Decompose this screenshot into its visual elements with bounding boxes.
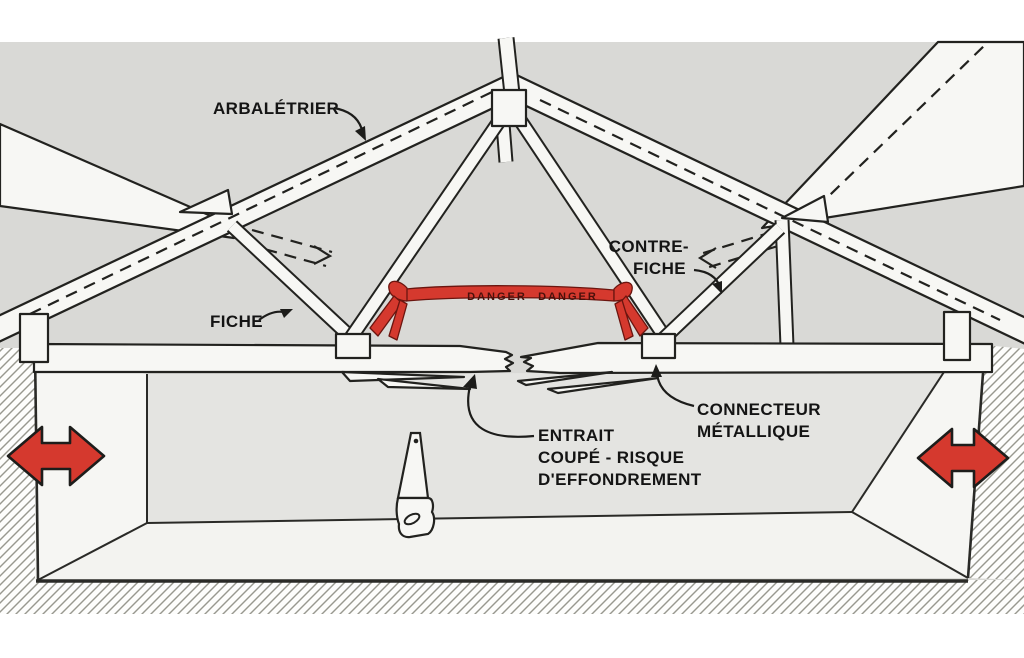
label-contre-fiche-1: CONTRE- [609, 237, 689, 256]
king-post-top [499, 37, 519, 95]
thrust-arrow-left [6, 425, 106, 487]
label-entrait-3: D'EFFONDREMENT [538, 470, 702, 489]
fiche-strut [228, 221, 360, 347]
apex-connector-plate [490, 88, 528, 128]
label-connecteur-1: CONNECTEUR [697, 400, 821, 419]
tie-beam-splinter [376, 377, 472, 391]
roof-truss [0, 37, 1024, 395]
right-rafter-hidden-line [539, 99, 1001, 321]
right-stud [776, 219, 793, 347]
right-apex-strut [515, 116, 673, 346]
hidden-purlin-right [697, 230, 779, 270]
wall-plate-right [942, 310, 972, 362]
thrust-arrows [6, 425, 1010, 489]
wall-plate-left [18, 312, 50, 364]
saw-handle [395, 496, 436, 539]
hidden-purlin-left [245, 228, 333, 268]
thrust-arrow-right [916, 427, 1010, 489]
danger-ribbon: DANGER DANGER [369, 280, 649, 341]
label-fiche: FICHE [210, 312, 263, 331]
ribbon-knot-left [369, 280, 408, 341]
danger-text-right: DANGER [538, 291, 598, 303]
ribbon-knot-right [613, 281, 649, 341]
room-floor [38, 512, 968, 580]
label-arbaletrier: ARBALÉTRIER [213, 99, 339, 118]
room-back-wall [147, 372, 944, 523]
tie-beam-broken [32, 341, 994, 395]
hatch-ground-band [0, 580, 1024, 614]
saw-grip-hole [403, 512, 421, 526]
label-contre-fiche-2: FICHE [633, 259, 686, 278]
king-post-stub [497, 123, 512, 163]
left-rafter [0, 76, 517, 341]
metal-connector-left [334, 332, 372, 360]
label-entrait-2: COUPÉ - RISQUE [538, 448, 684, 467]
leader-entrait [467, 385, 535, 438]
right-wall-face [852, 346, 985, 578]
left-apex-strut [343, 116, 505, 346]
hidden-edge-top-right [801, 43, 987, 223]
label-entrait-1: ENTRAIT [538, 426, 615, 445]
metal-connector-right [640, 332, 677, 360]
left-rafter-hidden-line [29, 91, 493, 315]
tie-beam-splinter [546, 376, 660, 395]
danger-text-left: DANGER [467, 291, 527, 303]
saw-hang-hole [413, 438, 419, 444]
tie-beam-splinter [340, 370, 466, 383]
tie-beam-splinter [516, 370, 614, 387]
purlin-gusset-right [780, 194, 830, 224]
leader-connecteur [655, 373, 695, 408]
room-edges [33, 345, 987, 583]
labels: ARBALÉTRIER CONTRE- FICHE FICHE ENTRAIT … [210, 99, 821, 489]
tie-beam-left-half [32, 342, 515, 374]
attic-room [33, 345, 987, 583]
label-connecteur-2: MÉTALLIQUE [697, 422, 810, 441]
tie-beam-right-half [519, 341, 994, 375]
leader-arbaletrier [333, 106, 364, 131]
handsaw [395, 431, 436, 539]
purlin-gusset-left [178, 188, 234, 216]
